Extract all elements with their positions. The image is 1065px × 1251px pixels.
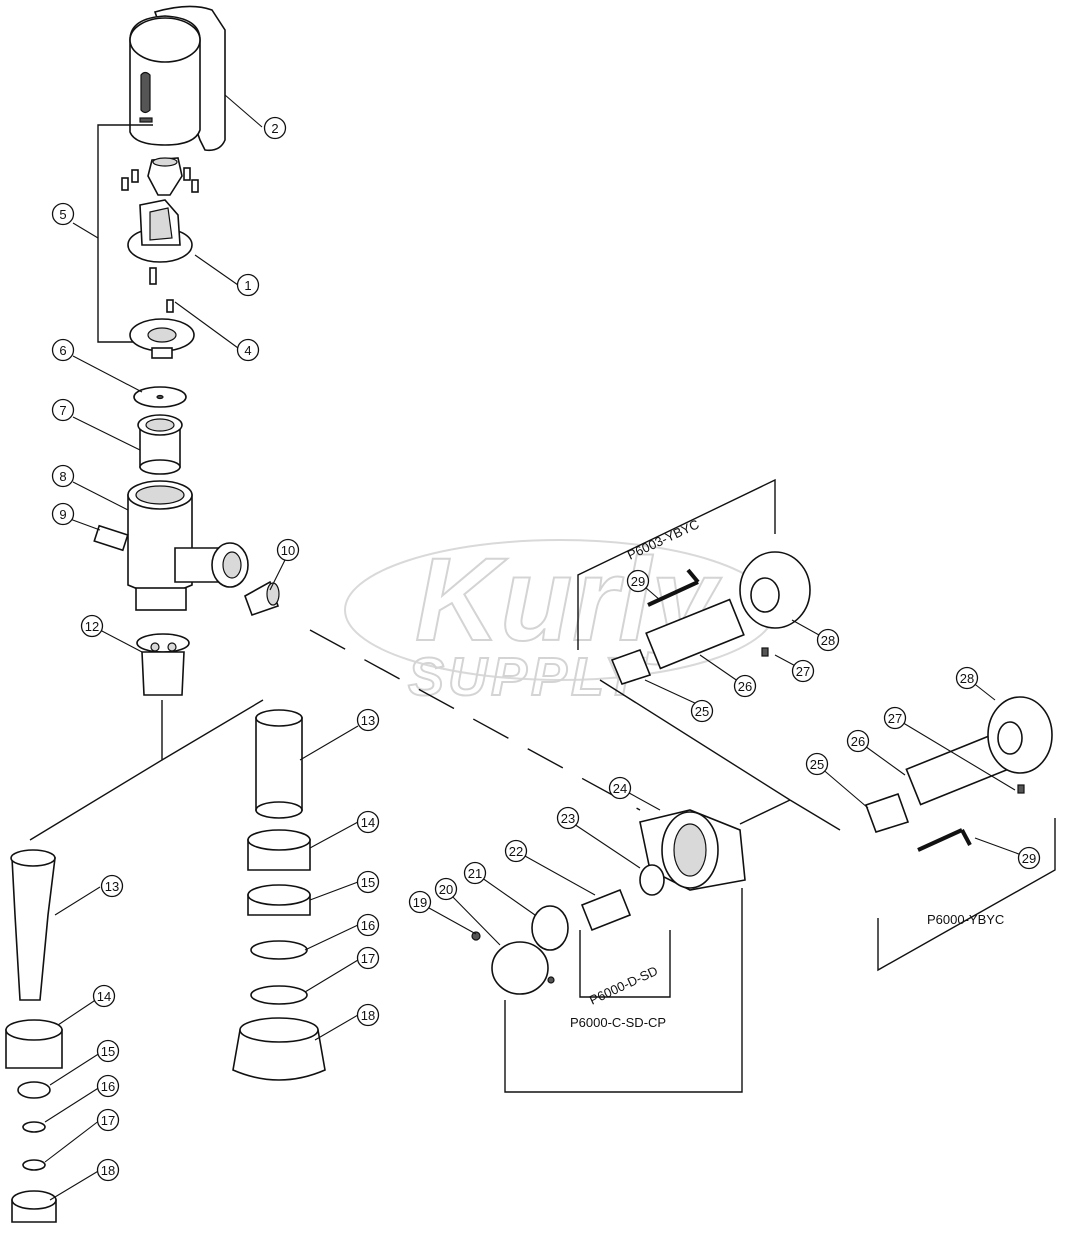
callout-number: 6 — [59, 343, 66, 358]
callout-26: 26 — [846, 729, 870, 753]
sensor-hub — [121, 157, 199, 196]
callout-20: 20 — [434, 877, 458, 901]
callout-number: 13 — [105, 879, 119, 894]
cartridge — [137, 414, 183, 475]
callout-18: 18 — [356, 1003, 380, 1027]
callout-27: 27 — [791, 659, 815, 683]
callout-number: 14 — [361, 815, 375, 830]
callout-number: 26 — [851, 734, 865, 749]
callout-16: 16 — [356, 913, 380, 937]
callout-number: 29 — [631, 574, 645, 589]
leader-lines — [44, 94, 1028, 1201]
callout-number: 24 — [613, 781, 627, 796]
callout-28: 28 — [816, 628, 840, 652]
callout-number: 2 — [271, 121, 278, 136]
callout-number: 18 — [101, 1163, 115, 1178]
callout-number: 1 — [244, 278, 251, 293]
callout-25: 25 — [690, 699, 714, 723]
callout-17: 17 — [356, 946, 380, 970]
callout-9: 9 — [51, 502, 75, 526]
callout-14: 14 — [92, 984, 116, 1008]
callout-number: 13 — [361, 713, 375, 728]
callout-number: 5 — [59, 207, 66, 222]
callout-28: 28 — [955, 666, 979, 690]
callout-number: 23 — [561, 811, 575, 826]
callout-number: 14 — [97, 989, 111, 1004]
callout-number: 16 — [361, 918, 375, 933]
sensor-cover — [129, 5, 226, 152]
callout-number: 10 — [281, 543, 295, 558]
callout-number: 21 — [468, 866, 482, 881]
callout-number: 22 — [509, 844, 523, 859]
callout-18: 18 — [96, 1158, 120, 1182]
callout-10: 10 — [276, 538, 300, 562]
callout-1: 1 — [236, 273, 260, 297]
kit-label-cap: P6000-C-SD-CP — [570, 1015, 666, 1030]
callout-number: 25 — [695, 704, 709, 719]
callout-16: 16 — [96, 1074, 120, 1098]
callout-21: 21 — [463, 861, 487, 885]
vacuum-breaker-kit — [136, 633, 190, 696]
callout-number: 4 — [244, 343, 251, 358]
callout-6: 6 — [51, 338, 75, 362]
vacuum-breaker — [244, 580, 280, 617]
callout-24: 24 — [608, 776, 632, 800]
mounting-plate — [127, 199, 193, 285]
callout-13: 13 — [356, 708, 380, 732]
spud-coupling-left — [5, 849, 63, 1223]
callout-labels: 1245678910121314151617181314151617181920… — [51, 116, 1041, 1182]
callout-number: 18 — [361, 1008, 375, 1023]
valve-body — [127, 480, 249, 611]
callout-number: 17 — [361, 951, 375, 966]
callout-number: 17 — [101, 1113, 115, 1128]
callout-number: 9 — [59, 507, 66, 522]
callout-number: 16 — [101, 1079, 115, 1094]
callout-number: 27 — [796, 664, 810, 679]
stop-valve — [471, 809, 746, 995]
callout-number: 7 — [59, 403, 66, 418]
callout-number: 26 — [738, 679, 752, 694]
callout-15: 15 — [356, 870, 380, 894]
callout-number: 28 — [960, 671, 974, 686]
callout-number: 28 — [821, 633, 835, 648]
wall-flange-lower — [864, 696, 1053, 852]
callout-13: 13 — [100, 874, 124, 898]
callout-7: 7 — [51, 398, 75, 422]
callout-27: 27 — [883, 706, 907, 730]
callout-22: 22 — [504, 839, 528, 863]
callout-26: 26 — [733, 674, 757, 698]
callout-number: 12 — [85, 619, 99, 634]
kit-label-drill: P6000-D-SD — [587, 963, 660, 1008]
watermark-subtitle: SUPPLY — [408, 647, 645, 707]
callout-5: 5 — [51, 202, 75, 226]
adapter-plate — [129, 299, 195, 359]
callout-12: 12 — [80, 614, 104, 638]
callout-17: 17 — [96, 1108, 120, 1132]
callout-25: 25 — [805, 752, 829, 776]
callout-number: 8 — [59, 469, 66, 484]
kit-label-lower: P6000-YBYC — [927, 912, 1004, 927]
callout-number: 15 — [101, 1044, 115, 1059]
callout-number: 15 — [361, 875, 375, 890]
callout-number: 25 — [810, 757, 824, 772]
callout-15: 15 — [96, 1039, 120, 1063]
wall-flange-upper — [610, 551, 811, 685]
callout-2: 2 — [263, 116, 287, 140]
callout-8: 8 — [51, 464, 75, 488]
callout-number: 20 — [439, 882, 453, 897]
callout-number: 19 — [413, 895, 427, 910]
callout-4: 4 — [236, 338, 260, 362]
callout-number: 29 — [1022, 851, 1036, 866]
callout-29: 29 — [1017, 846, 1041, 870]
callout-14: 14 — [356, 810, 380, 834]
callout-19: 19 — [408, 890, 432, 914]
spud-coupling-right — [232, 709, 326, 1081]
stop-nipple — [93, 524, 129, 552]
callout-number: 27 — [888, 711, 902, 726]
callout-23: 23 — [556, 806, 580, 830]
callout-29: 29 — [626, 569, 650, 593]
